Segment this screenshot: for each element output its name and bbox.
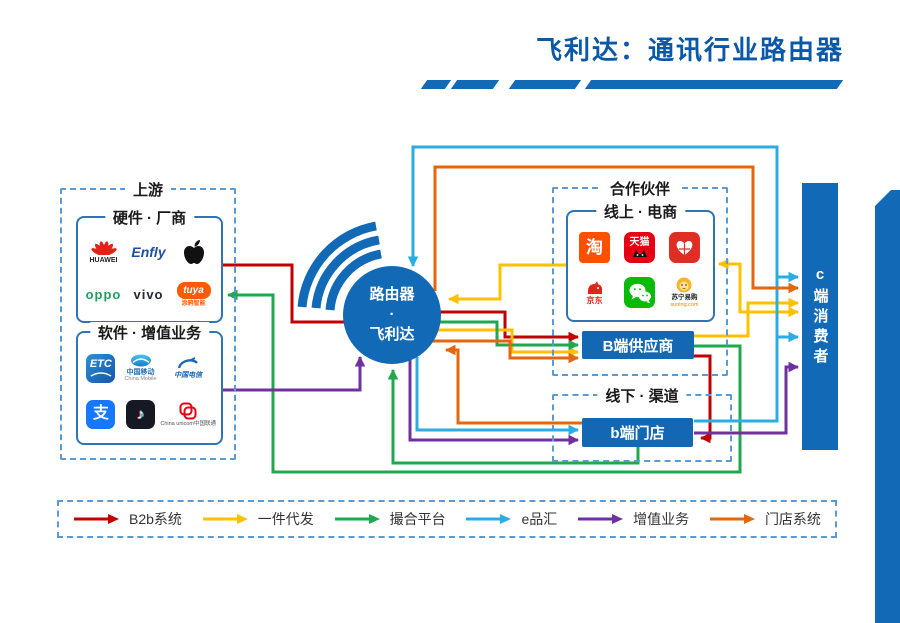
legend-arrow-dropship [202, 514, 248, 524]
deco-side-bar [875, 190, 900, 623]
legend-item-b2b: B2b系统 [73, 509, 182, 529]
wifi-signal-icon [297, 221, 382, 311]
douyin-logo: ♪ [126, 399, 156, 429]
software-vas-box: 软件 · 增值业务 ETC 中国移动 China Mobile 中国电信 [76, 322, 223, 445]
suning-logo: 苏宁易购 suning.com [670, 277, 699, 308]
legend-arrow-matching [334, 514, 380, 524]
oppo-logo: oppo [85, 287, 122, 302]
china-mobile-logo: 中国移动 China Mobile [124, 354, 157, 383]
legend: B2b系统 一件代发 撮合平台 e品汇 增值业务 [57, 500, 837, 538]
hub-line2: 飞利达 [369, 326, 415, 344]
alipay-logo: 支 [86, 399, 116, 429]
legend-item-vas: 增值业务 [577, 509, 689, 529]
huawei-logo: HUAWEI [90, 240, 118, 264]
partners-label: 合作伙伴 [601, 178, 679, 199]
page-title: 飞利达：通讯行业路由器 [535, 35, 844, 65]
legend-arrow-b2b [74, 514, 119, 524]
china-telecom-logo: 中国电信 [174, 357, 202, 379]
legend-arrow-epinhui [466, 514, 512, 524]
c-consumer-bar: c端消费者 [802, 183, 838, 450]
legend-item-matching: 撮合平台 [334, 509, 446, 529]
hub-dot: · [389, 305, 395, 323]
upstream-label: 上游 [124, 179, 172, 200]
legend-item-store-system: 门店系统 [709, 509, 821, 529]
b-supplier-label: B端供应商 [602, 337, 674, 355]
router-hub-node: 路由器 · 飞利达 [343, 266, 441, 364]
china-unicom-logo: China unicom中国联通 [160, 401, 216, 428]
upstream-group: 上游 [60, 179, 236, 460]
pinduoduo-logo [669, 232, 700, 263]
hub-line1: 路由器 [369, 285, 415, 303]
hardware-vendors-label: 硬件 · 厂商 [104, 207, 195, 228]
offline-channel-label: 线下 · 渠道 [597, 385, 687, 406]
taobao-logo: 淘 [579, 232, 610, 263]
software-vas-label: 软件 · 增值业务 [89, 322, 210, 343]
hardware-vendors-box: 硬件 · 厂商 HUAWEI Enfly oppo v [76, 207, 223, 323]
tmall-logo: 天猫 [624, 232, 655, 263]
jd-logo: 京东 [584, 281, 606, 305]
b-supplier-node: B端供应商 [582, 331, 694, 359]
c-consumer-label: c端消费者 [811, 265, 829, 368]
partners-group: 合作伙伴 [552, 178, 728, 376]
enfly-logo: Enfly [131, 243, 166, 260]
legend-arrow-vas [578, 514, 624, 524]
online-ecommerce-label: 线上 · 电商 [595, 201, 686, 222]
etc-logo: ETC [86, 353, 116, 383]
b-store-label: b端门店 [610, 425, 665, 442]
legend-item-dropship: 一件代发 [202, 509, 314, 529]
offline-channel-group: 线下 · 渠道 [552, 385, 732, 462]
b-store-node: b端门店 [582, 418, 693, 447]
online-ecommerce-box: 线上 · 电商 淘 天猫 京东 [566, 201, 715, 322]
vivo-logo: vivo [133, 287, 164, 302]
wechat-logo [624, 277, 655, 308]
legend-arrow-store-system [709, 514, 755, 524]
apple-logo [183, 239, 205, 265]
tuya-logo: tuya 涂鸦智能 [176, 282, 211, 307]
legend-item-epinhui: e品汇 [465, 509, 557, 529]
